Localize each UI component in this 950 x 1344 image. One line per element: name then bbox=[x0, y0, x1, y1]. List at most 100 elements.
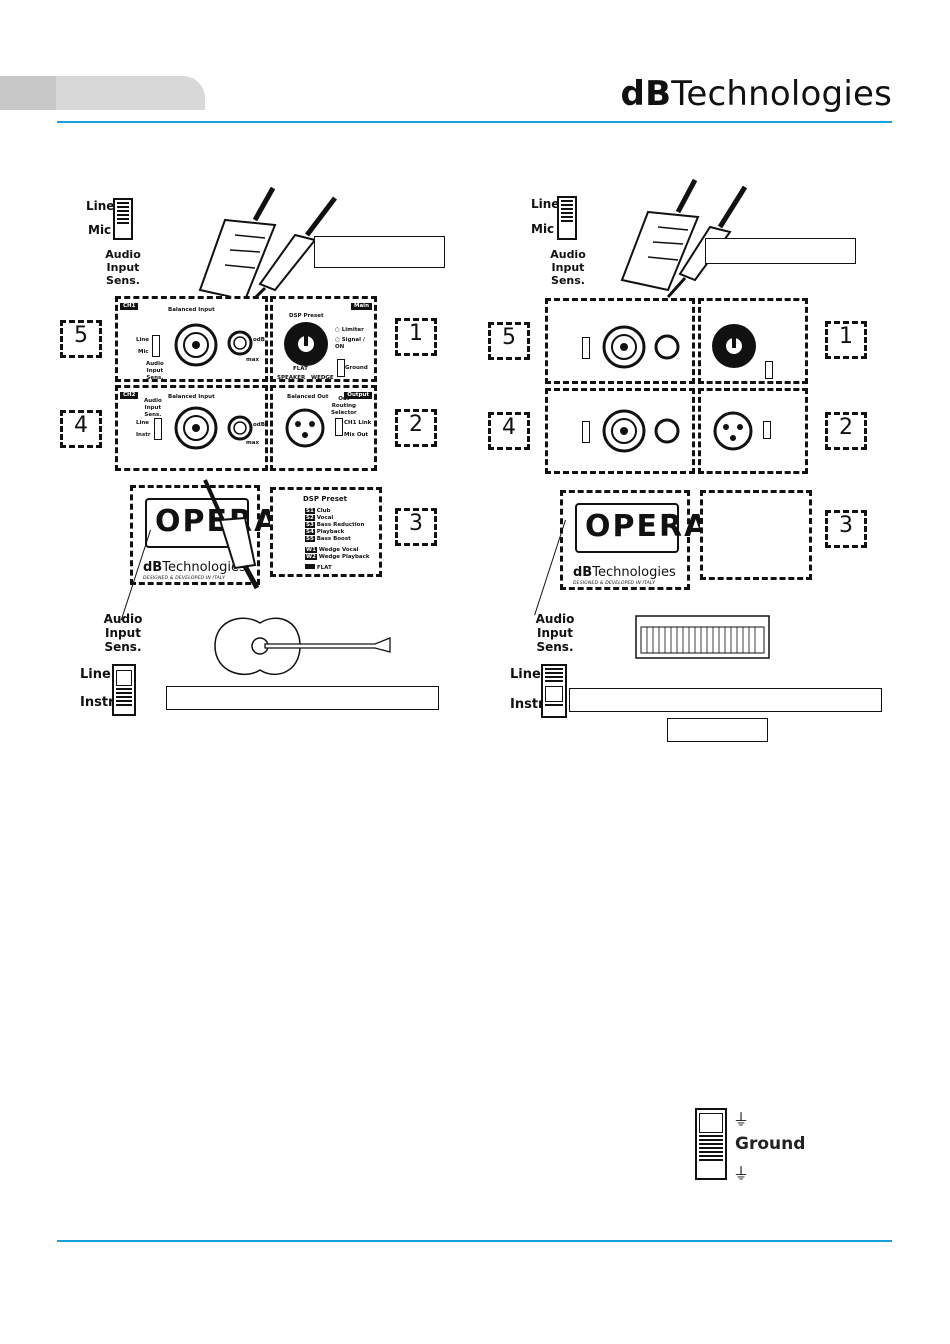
sensitivity-switch[interactable] bbox=[113, 198, 133, 240]
ground-label: Ground bbox=[735, 1134, 806, 1154]
ground-lift-icon: ⏚ bbox=[733, 1110, 750, 1129]
ch2-tag: CH2 bbox=[120, 392, 139, 399]
ch1-switch[interactable] bbox=[152, 335, 160, 357]
guitar-icon bbox=[214, 617, 391, 675]
blank-label-box bbox=[569, 688, 882, 712]
callout-4: 4 bbox=[60, 410, 102, 448]
combo-jack-icon bbox=[602, 409, 646, 453]
limiter-label: ○ Limiter bbox=[335, 327, 364, 333]
blank-label-box bbox=[166, 686, 439, 710]
preset-title: DSP Preset bbox=[303, 495, 348, 503]
main-tag: Main bbox=[351, 303, 372, 310]
dsp-preset-dial-icon[interactable] bbox=[281, 319, 331, 369]
ch2-panel bbox=[545, 388, 695, 474]
gain-knob-icon[interactable] bbox=[226, 414, 254, 442]
output-panel: Output Balanced Out Out Routing Selector… bbox=[270, 385, 377, 471]
callout-3: 3 bbox=[395, 508, 437, 546]
preset-item: S3 Bass Reduction bbox=[305, 522, 365, 528]
bottom-sensitivity-switch[interactable] bbox=[541, 664, 567, 718]
ch1-line: Line bbox=[136, 337, 150, 343]
main-panel: Main DSP Preset FLAT ○ Limiter ○ Signal … bbox=[270, 296, 377, 382]
xlr-jack-cables-icon bbox=[620, 178, 748, 299]
bottom-switch-line: Line bbox=[510, 667, 541, 682]
ground-switch[interactable] bbox=[695, 1108, 727, 1180]
preset-item: S2 Vocal bbox=[305, 515, 334, 521]
header-rule bbox=[57, 121, 892, 123]
sensitivity-switch[interactable] bbox=[557, 196, 577, 240]
callout-4: 4 bbox=[488, 412, 530, 450]
xlr-output-icon bbox=[713, 411, 753, 451]
output-link: CH1 Link bbox=[344, 420, 372, 426]
callout-5: 5 bbox=[60, 320, 102, 358]
dsp-preset-dial-icon[interactable] bbox=[709, 321, 759, 371]
ch2-max: max bbox=[246, 440, 259, 446]
gain-knob-icon[interactable] bbox=[653, 333, 681, 361]
ch1-max: max bbox=[246, 357, 259, 363]
ch1-mic: Mic bbox=[138, 349, 149, 355]
ch1-title: Balanced Input bbox=[168, 307, 215, 313]
ch2-switch[interactable] bbox=[154, 418, 162, 440]
product-tagline: DESIGNED & DEVELOPED IN ITALY bbox=[143, 576, 226, 581]
ch2-title: Balanced Input bbox=[168, 394, 215, 400]
main-title: DSP Preset bbox=[289, 313, 324, 319]
ch1-switch[interactable] bbox=[582, 337, 590, 359]
callout-1: 1 bbox=[395, 318, 437, 356]
main-wedge: WEDGE bbox=[311, 375, 334, 381]
switch-label-mic: Mic bbox=[531, 222, 555, 236]
ch2-sens: Audio Input Sens. bbox=[144, 398, 162, 418]
combo-jack-icon bbox=[174, 406, 218, 450]
main-ground-switch[interactable] bbox=[765, 361, 773, 379]
ch1-panel: CH1 Balanced Input Line Mic Audio Input … bbox=[115, 296, 268, 382]
bottom-sensitivity-switch[interactable] bbox=[112, 664, 136, 716]
preset-legend bbox=[700, 490, 812, 580]
switch-caption: Audio Input Sens. bbox=[550, 248, 586, 287]
preset-legend: DSP Preset S1 Club S2 Vocal S3 Bass Redu… bbox=[270, 487, 382, 577]
blank-label-box bbox=[705, 238, 856, 264]
callout-5: 5 bbox=[488, 322, 530, 360]
switch-caption: Audio Input Sens. bbox=[105, 248, 141, 287]
ch2-instr: Instr bbox=[136, 432, 151, 438]
main-ground-switch[interactable] bbox=[337, 359, 345, 377]
jack-cable-icon bbox=[203, 479, 260, 590]
xlr-jack-cables-icon bbox=[198, 186, 337, 310]
product-plate bbox=[145, 498, 249, 548]
footer-rule bbox=[57, 1240, 892, 1242]
blank-label-box bbox=[667, 718, 768, 742]
output-routing-switch[interactable] bbox=[335, 418, 343, 436]
ch2-switch[interactable] bbox=[582, 421, 590, 443]
ch1-tag: CH1 bbox=[120, 303, 139, 310]
switch-label-line: Line bbox=[86, 199, 115, 213]
main-speaker: SPEAKER bbox=[277, 375, 306, 381]
preset-item: S4 Playback bbox=[305, 529, 345, 535]
product-plate bbox=[575, 503, 679, 553]
ch2-panel: CH2 Balanced Input Audio Input Sens. Lin… bbox=[115, 385, 268, 471]
callout-2: 2 bbox=[395, 409, 437, 447]
product-tagline: DESIGNED & DEVELOPED IN ITALY bbox=[573, 581, 656, 586]
output-panel bbox=[698, 388, 808, 474]
product-brand: dBTechnologies bbox=[573, 565, 676, 580]
output-routing-switch[interactable] bbox=[763, 421, 771, 439]
ground-icon: ⏚ bbox=[733, 1164, 750, 1183]
main-flat: FLAT bbox=[293, 366, 308, 372]
main-ground: Ground bbox=[345, 365, 368, 371]
ch2-line: Line bbox=[136, 420, 150, 426]
keyboard-icon bbox=[635, 615, 770, 659]
brand-logo: dBTechnologies bbox=[620, 74, 892, 114]
preset-item: S1 Club bbox=[305, 508, 331, 514]
preset-list: S1 Club S2 Vocal S3 Bass Reduction S4 Pl… bbox=[305, 508, 370, 572]
preset-item: S5 Bass Boost bbox=[305, 536, 351, 542]
preset-item: FLAT bbox=[305, 564, 370, 572]
xlr-output-icon bbox=[285, 408, 325, 448]
switch-label-mic: Mic bbox=[88, 223, 112, 237]
callout-3: 3 bbox=[825, 510, 867, 548]
bottom-switch-line: Line bbox=[80, 667, 111, 682]
blank-label-box bbox=[314, 236, 445, 268]
bottom-switch-instr: Instr bbox=[80, 695, 115, 710]
bottom-switch-caption: Audio Input Sens. bbox=[535, 612, 575, 654]
bottom-switch-caption: Audio Input Sens. bbox=[103, 612, 143, 654]
switch-label-line: Line bbox=[531, 197, 560, 211]
gain-knob-icon[interactable] bbox=[226, 329, 254, 357]
combo-jack-icon bbox=[602, 325, 646, 369]
ch1-sens: Audio Input Sens. bbox=[146, 361, 164, 381]
gain-knob-icon[interactable] bbox=[653, 417, 681, 445]
